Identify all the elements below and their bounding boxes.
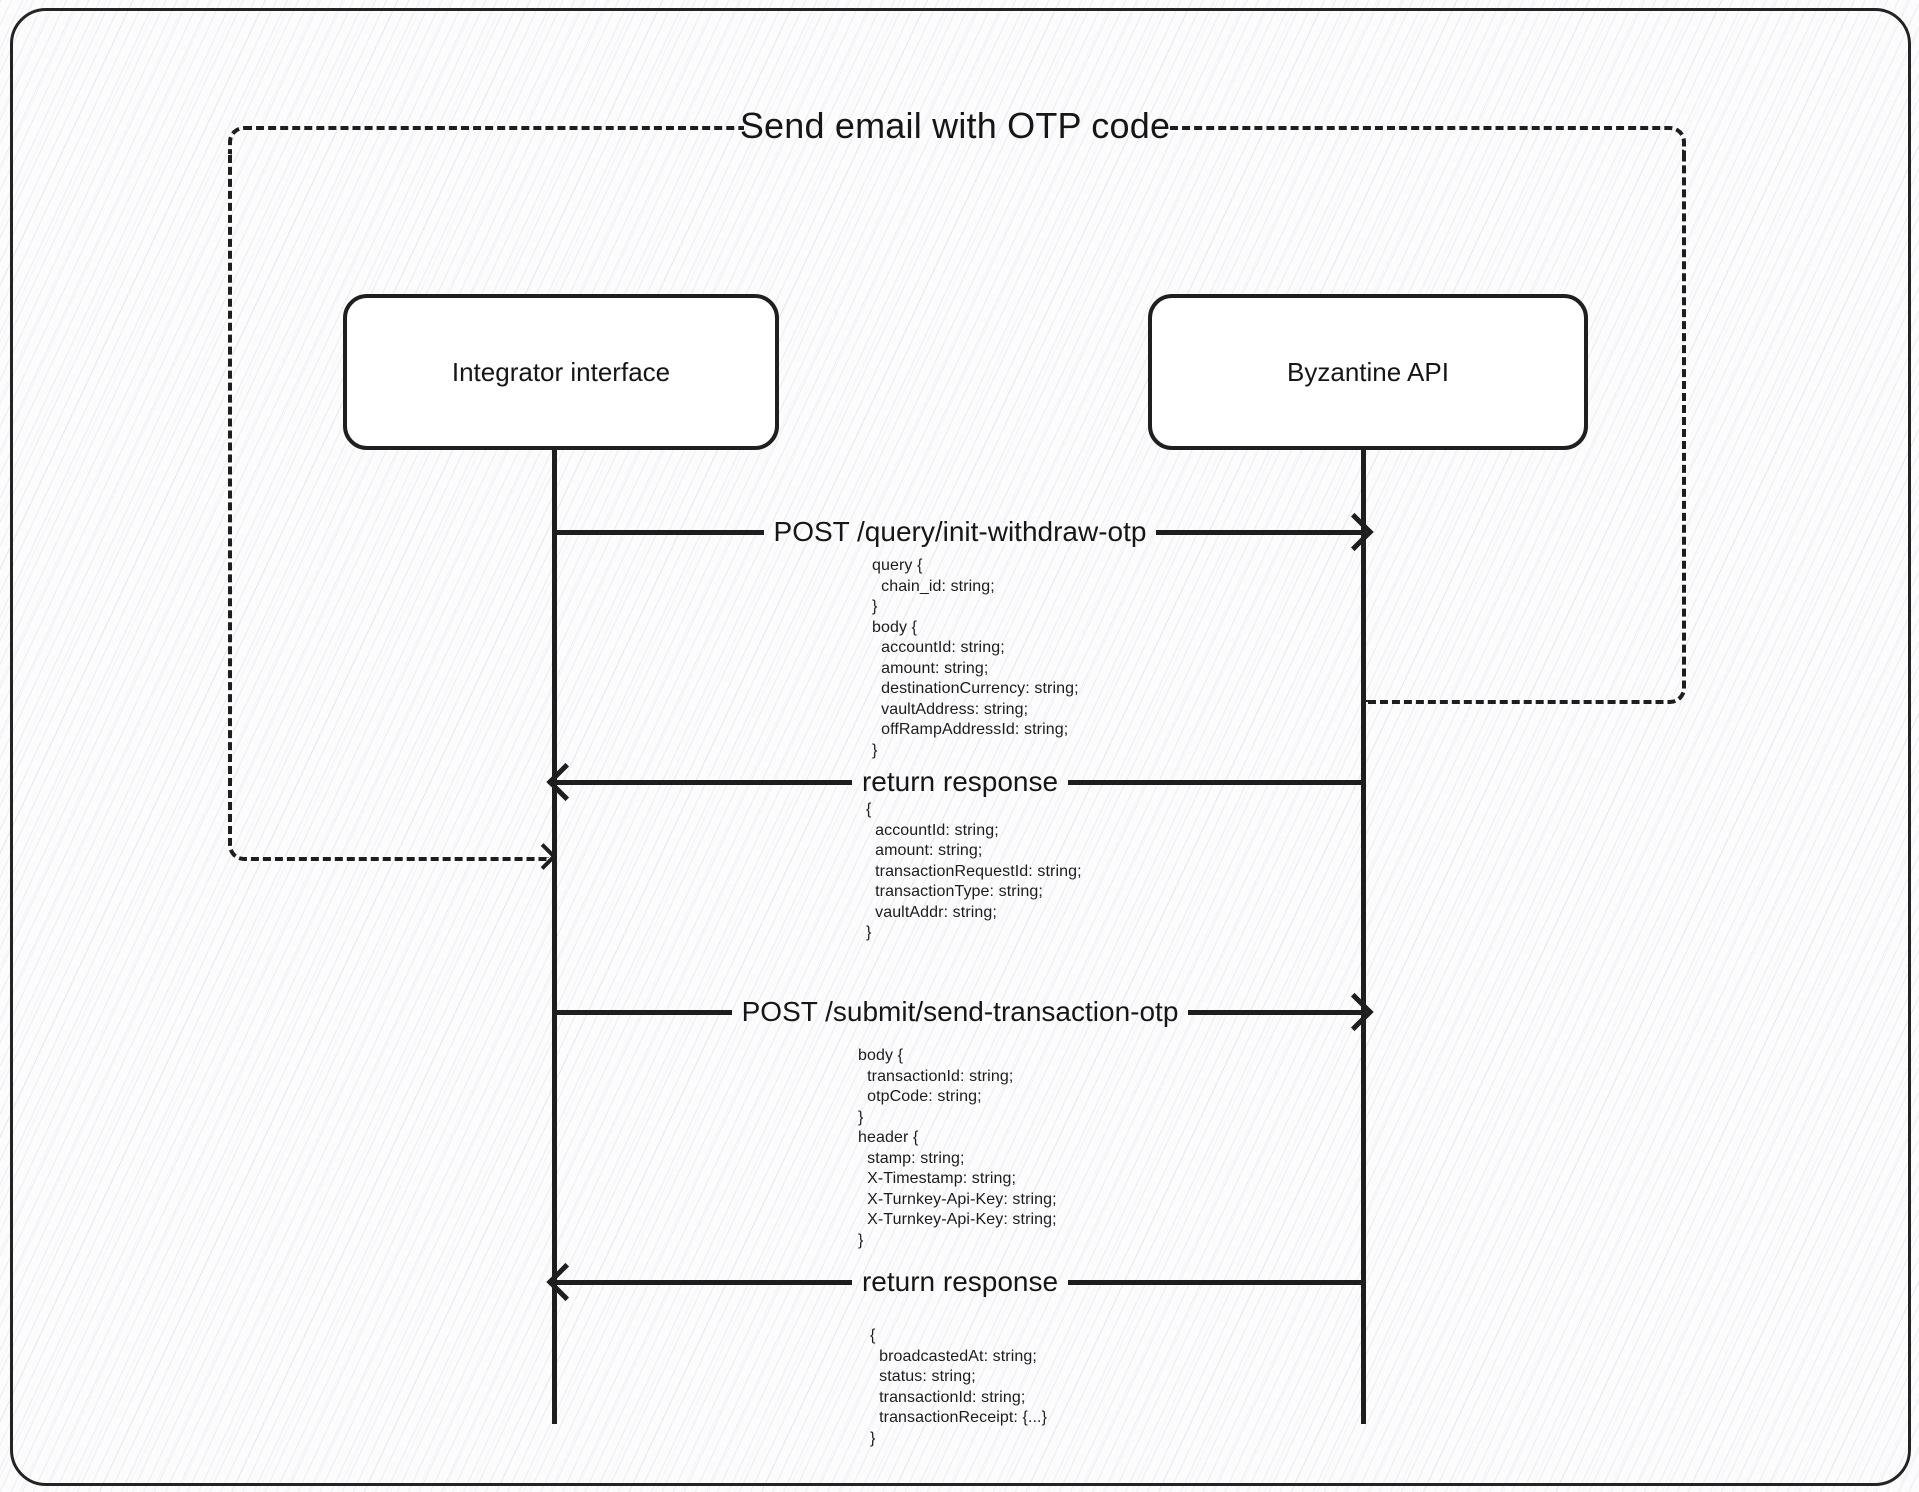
actor-label-integrator-interface: Integrator interface xyxy=(451,356,671,387)
message-arrow-send-transaction-otp: POST /submit/send-transaction-otp xyxy=(554,992,1374,1032)
otp-group-border-top-right xyxy=(1170,126,1686,154)
arrow-line xyxy=(1068,1279,1367,1285)
otp-group-border-right xyxy=(1364,150,1686,704)
actor-label-byzantine-api: Byzantine API xyxy=(1287,356,1449,387)
arrow-line xyxy=(1068,779,1367,785)
message-label: return response xyxy=(861,766,1059,797)
message-payload: query { chain_id: string; } body { accou… xyxy=(872,557,1079,759)
message-label: POST /submit/send-transaction-otp xyxy=(741,996,1179,1027)
actor-box-integrator-interface: Integrator interface xyxy=(343,294,779,450)
arrow-line xyxy=(554,1279,852,1285)
message-label: return response xyxy=(861,1266,1059,1297)
message-arrow-init-withdraw-otp: POST /query/init-withdraw-otp xyxy=(554,512,1374,552)
otp-group-border-top-left xyxy=(228,126,744,154)
arrow-line xyxy=(554,529,764,535)
arrow-line xyxy=(554,779,852,785)
message-payload: { broadcastedAt: string; status: string;… xyxy=(870,1327,1048,1447)
arrow-line xyxy=(554,1009,732,1015)
message-arrow-return-response-1: return response xyxy=(546,762,1367,802)
message-arrow-return-response-2: return response xyxy=(546,1262,1367,1302)
otp-group-border-left xyxy=(228,150,549,861)
message-label: POST /query/init-withdraw-otp xyxy=(773,516,1147,547)
message-payload: body { transactionId: string; otpCode: s… xyxy=(858,1047,1057,1249)
arrow-line xyxy=(1156,529,1366,535)
actor-box-byzantine-api: Byzantine API xyxy=(1148,294,1588,450)
otp-group-label: Send email with OTP code xyxy=(739,105,1171,146)
message-payload: { accountId: string; amount: string; tra… xyxy=(866,801,1082,941)
lifeline-byzantine-api xyxy=(1361,440,1366,1424)
lifeline-integrator-interface xyxy=(552,440,557,1424)
arrow-line xyxy=(1188,1009,1367,1015)
outer-frame xyxy=(10,8,1911,1486)
